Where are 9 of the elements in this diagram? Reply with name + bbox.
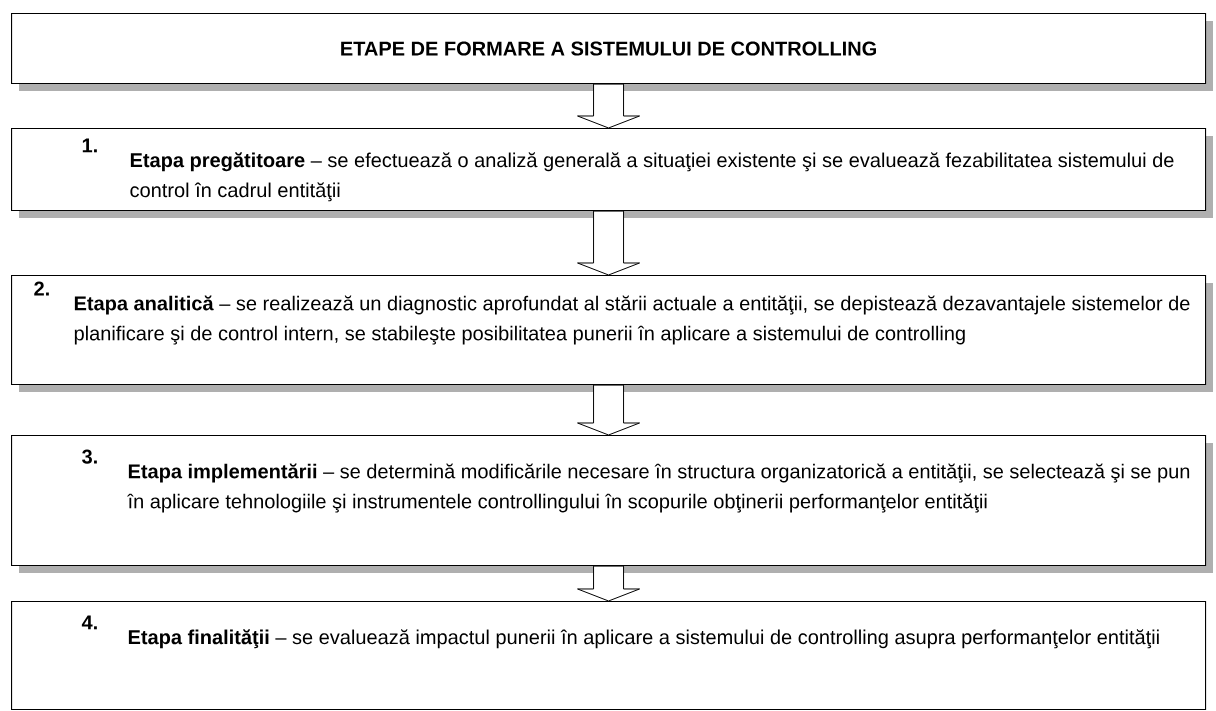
block-arrow <box>577 83 641 129</box>
stage-box: 2. Etapa analitică – se realizează un diagnostic aprofundat al stării actuale a entităţii, se depistează dezavantajele sistemelor de planificare şi de control intern, se stabileşte posibilitatea punerii în aplicare a sistemului de controlling <box>11 275 1213 392</box>
block-arrow <box>577 565 641 602</box>
stage-box: 4. Etapa finalităţii – se evaluează impactul punerii în aplicare a sistemului de controlling asupra performanţelor entităţii <box>11 601 1207 711</box>
block-arrow <box>577 384 641 436</box>
stage-box: 3. Etapa implementării – se determină modificările necesare în structura organizatorică a entităţii, se selectează şi se pun în aplicare tehnologiile şi instrumentele controllingului în scopurile obţinerii performanţelor entităţii <box>11 434 1213 573</box>
stage-box: 1. Etapa pregătitoare – se efectuează o analiză generală a situaţiei existente şi se evaluează fezabilitatea sistemului de control în cadrul entităţii <box>11 128 1213 218</box>
block-arrow <box>577 210 641 276</box>
title-box: ETAPE DE FORMARE A SISTEMULUI DE CONTROLLING <box>11 13 1213 91</box>
